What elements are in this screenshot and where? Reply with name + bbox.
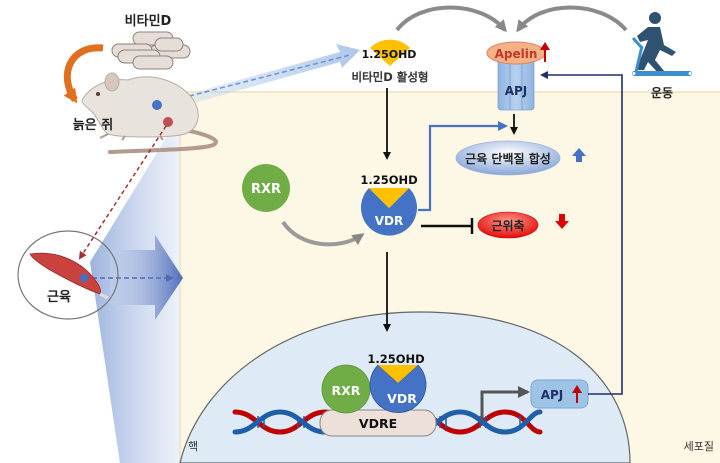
exercise-label: 운동 [651, 85, 673, 100]
big-arrow-to-cell [110, 235, 183, 320]
apj-feedback-line [540, 71, 623, 395]
active-ligand-icon [370, 39, 410, 66]
rat-blue-point [152, 100, 162, 110]
muscle-tendon [99, 292, 109, 300]
exercise-to-apelin-arrow [516, 5, 628, 33]
vdr-label: VDR [375, 214, 404, 228]
nucleus-vdr-node [369, 364, 427, 413]
vdr-node [361, 188, 417, 236]
vdre-element [319, 409, 437, 437]
aged-rat-label: 늙은 쥐 [73, 118, 113, 133]
vitamin-d-label: 비타민D [125, 13, 172, 29]
rxr-label: RXR [251, 182, 281, 197]
apj-gene-label: APJ [541, 388, 564, 402]
muscle-icon [29, 252, 101, 295]
synthesis-up-arrow-icon [572, 148, 586, 162]
protein-synthesis-label: 근육 단백질 합성 [465, 151, 551, 166]
exercise-treadmill-icon [631, 12, 692, 76]
cytoplasm-label: 세포질 [684, 440, 714, 453]
vdr-ligand-icon [369, 188, 409, 208]
protein-synthesis-node [455, 140, 561, 176]
atrophy-down-arrow-icon [555, 214, 569, 229]
vdr-to-synthesis-arrow [418, 121, 508, 212]
apj-gene-up-arrow-icon [572, 385, 582, 403]
apelin-label: Apelin [495, 47, 538, 61]
muscle-blue-point [79, 273, 89, 283]
dna-rungs [257, 416, 521, 428]
vitamin-d-pills-icon [111, 31, 191, 70]
rxr-node [242, 164, 290, 212]
muscle-label: 근육 [47, 289, 71, 305]
rat-to-muscle-dashed [78, 125, 167, 260]
nucleus-ligand-icon [378, 365, 418, 383]
active-ligand-label: 1.25OHD [362, 48, 417, 61]
apj-receptor-label: APJ [505, 84, 528, 98]
active-form-label: 비타민D 활성형 [351, 70, 428, 84]
rxr-to-vdr-arrow [281, 220, 365, 247]
nucleus-ligand-label: 1.25OHD [367, 352, 424, 366]
atrophy-node [477, 211, 539, 239]
apelin-up-arrow-icon [540, 42, 550, 62]
vdre-label: VDRE [359, 416, 397, 431]
vdr-ligand-label: 1.25OHD [360, 173, 417, 187]
nucleus-vdr-label: VDR [387, 391, 417, 406]
feeding-arrow [63, 44, 104, 104]
nucleus-rxr-label: RXR [332, 383, 361, 398]
transcription-arrow [480, 386, 530, 420]
muscle-inset-circle [17, 230, 119, 320]
rat-red-point [163, 117, 173, 127]
nucleus-label: 핵 [188, 440, 198, 453]
atrophy-label: 근위축 [491, 218, 524, 233]
vitd-to-apelin-arrow [395, 5, 507, 33]
